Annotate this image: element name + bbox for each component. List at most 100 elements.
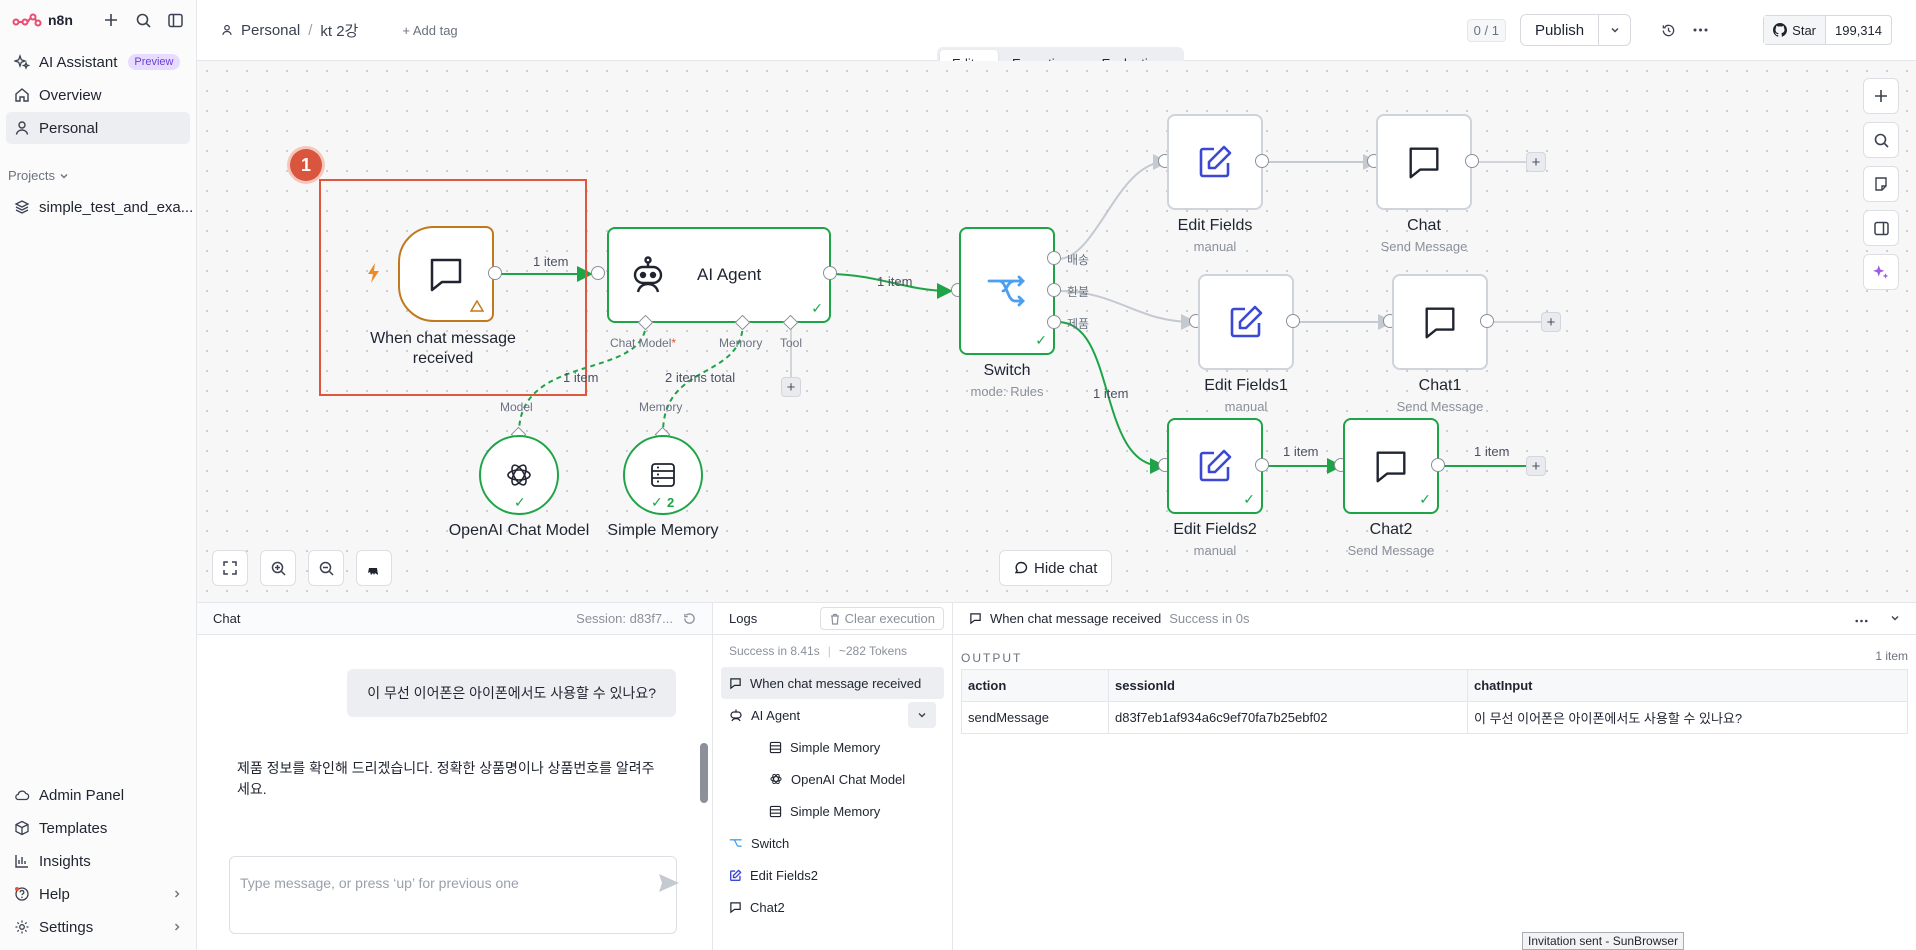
chat-input[interactable]: Type message, or press ‘up’ for previous… <box>229 856 677 934</box>
node-edit-fields2[interactable]: ✓ <box>1167 418 1263 514</box>
panel-toggle-button[interactable] <box>1863 210 1899 246</box>
switch-output-2[interactable] <box>1047 283 1061 297</box>
sidebar-item-help[interactable]: Help <box>6 878 190 910</box>
workflow-name[interactable]: kt 2강 <box>320 22 359 40</box>
send-icon[interactable] <box>658 873 680 893</box>
log-row-chat2[interactable]: Chat2 <box>713 891 952 923</box>
search-icon[interactable] <box>134 11 152 29</box>
clear-execution-button[interactable]: Clear execution <box>819 607 944 630</box>
sidebar-toggle-icon[interactable] <box>166 11 184 29</box>
sidebar-item-admin-panel[interactable]: Admin Panel <box>6 779 190 811</box>
wire-model[interactable] <box>518 321 647 434</box>
fit-view-button[interactable] <box>212 550 248 586</box>
workflow-canvas[interactable]: 1 When chat message received 1 item AI A… <box>197 61 1916 602</box>
chat1-output-handle[interactable] <box>1465 154 1479 168</box>
chat-scrollbar[interactable] <box>700 643 708 833</box>
edit3-output-handle[interactable] <box>1255 458 1269 472</box>
github-star-button[interactable]: Star 199,314 <box>1763 15 1892 45</box>
sidebar-item-templates[interactable]: Templates <box>6 812 190 844</box>
sidebar-item-project[interactable]: simple_test_and_exa... <box>6 191 193 223</box>
add-node-button[interactable]: + <box>1526 152 1546 172</box>
user-icon <box>222 24 232 36</box>
column-header[interactable]: action <box>961 669 1109 702</box>
chevron-down-icon <box>1611 28 1619 33</box>
wire-agent-switch[interactable] <box>827 273 953 299</box>
ai-assistant-button[interactable] <box>1863 254 1899 290</box>
log-row-openai-chat-model[interactable]: OpenAI Chat Model <box>713 763 952 795</box>
warning-icon <box>470 300 484 312</box>
node-chat2[interactable]: ✓ <box>1343 418 1439 514</box>
search-nodes-button[interactable] <box>1863 122 1899 158</box>
session-id[interactable]: Session: d83f7... <box>576 611 673 626</box>
node-switch[interactable]: ✓ <box>959 227 1055 355</box>
node-chat[interactable] <box>1376 114 1472 210</box>
add-tag-button[interactable]: + Add tag <box>402 22 458 38</box>
wire-switch-edit2[interactable] <box>1057 290 1197 330</box>
github-star: Star <box>1764 16 1826 44</box>
node-chat1[interactable] <box>1392 274 1488 370</box>
sidebar-item-insights[interactable]: Insights <box>6 845 190 877</box>
publish-button[interactable]: Publish <box>1534 21 1585 39</box>
openai-icon <box>507 464 531 486</box>
node-openai-chat-model[interactable]: ✓ <box>479 435 559 515</box>
sidebar: n8n AI Assistant Preview Overview Person… <box>0 0 197 950</box>
node-edit-fields1[interactable] <box>1198 274 1294 370</box>
chat3-output-handle[interactable] <box>1431 458 1445 472</box>
edit1-output-handle[interactable] <box>1255 154 1269 168</box>
node-edit-fields[interactable] <box>1167 114 1263 210</box>
more-options-icon[interactable] <box>1691 21 1709 39</box>
add-node-button[interactable]: + <box>1526 456 1546 476</box>
node-ai-agent[interactable]: AI Agent ✓ <box>607 227 831 323</box>
add-node-button[interactable]: + <box>1541 312 1561 332</box>
sticky-note-button[interactable] <box>1863 166 1899 202</box>
hide-chat-button[interactable]: Hide chat <box>999 550 1113 586</box>
node-chat-trigger[interactable] <box>398 226 494 322</box>
log-row-switch[interactable]: Switch <box>713 827 952 859</box>
refresh-icon[interactable] <box>683 612 696 625</box>
switch-output-3[interactable] <box>1047 315 1061 329</box>
history-icon[interactable] <box>1659 21 1677 39</box>
add-tool-button[interactable]: + <box>781 377 801 397</box>
wire-switch-edit3[interactable] <box>1057 321 1166 474</box>
log-row-ai-agent[interactable]: AI Agent <box>713 699 952 731</box>
log-row-simple-memory-2[interactable]: Simple Memory <box>713 795 952 827</box>
chevron-down-icon[interactable] <box>1890 611 1900 626</box>
publish-dropdown-button[interactable] <box>1598 15 1630 45</box>
wire-switch-edit1[interactable] <box>1057 154 1169 260</box>
column-header[interactable]: sessionId <box>1108 669 1468 702</box>
log-row-edit-fields2[interactable]: Edit Fields2 <box>713 859 952 891</box>
scroll-thumb[interactable] <box>700 743 708 803</box>
sidebar-item-settings[interactable]: Settings <box>6 911 190 943</box>
add-node-canvas-button[interactable] <box>1863 78 1899 114</box>
sidebar-item-ai-assistant[interactable]: AI Assistant Preview <box>6 46 190 78</box>
switch-icon <box>729 839 742 847</box>
sidebar-item-personal[interactable]: Personal <box>6 112 190 144</box>
edge-label: 1 item <box>877 274 913 289</box>
edit2-output-handle[interactable] <box>1286 314 1300 328</box>
agent-input-handle[interactable] <box>591 266 605 280</box>
more-options-icon[interactable] <box>1855 611 1868 626</box>
sidebar-item-label: Help <box>39 885 70 903</box>
output-label-1: 배송 <box>1067 253 1090 267</box>
collapse-button[interactable] <box>908 702 936 728</box>
log-row-simple-memory[interactable]: Simple Memory <box>713 731 952 763</box>
logs-panel-title: Logs <box>729 611 758 626</box>
node-simple-memory[interactable]: ✓ 2 <box>623 435 703 515</box>
chat-bubble-icon <box>1409 147 1439 179</box>
trigger-title-line1: When chat message <box>370 330 516 347</box>
projects-section[interactable]: Projects <box>8 168 196 183</box>
plus-icon[interactable] <box>102 11 120 29</box>
column-header[interactable]: chatInput <box>1467 669 1908 702</box>
chat2-output-handle[interactable] <box>1480 314 1494 328</box>
trigger-output-handle[interactable] <box>488 266 502 280</box>
sidebar-item-overview[interactable]: Overview <box>6 79 190 111</box>
log-row-chat-trigger[interactable]: When chat message received <box>721 667 944 699</box>
n8n-logo[interactable]: n8n <box>12 12 73 28</box>
zoom-out-button[interactable] <box>308 550 344 586</box>
wire-memory[interactable] <box>662 321 744 434</box>
agent-output-handle[interactable] <box>823 266 837 280</box>
switch-output-1[interactable] <box>1047 251 1061 265</box>
zoom-in-button[interactable] <box>260 550 296 586</box>
breadcrumb-project[interactable]: Personal <box>241 21 301 39</box>
tidy-up-button[interactable] <box>356 550 392 586</box>
